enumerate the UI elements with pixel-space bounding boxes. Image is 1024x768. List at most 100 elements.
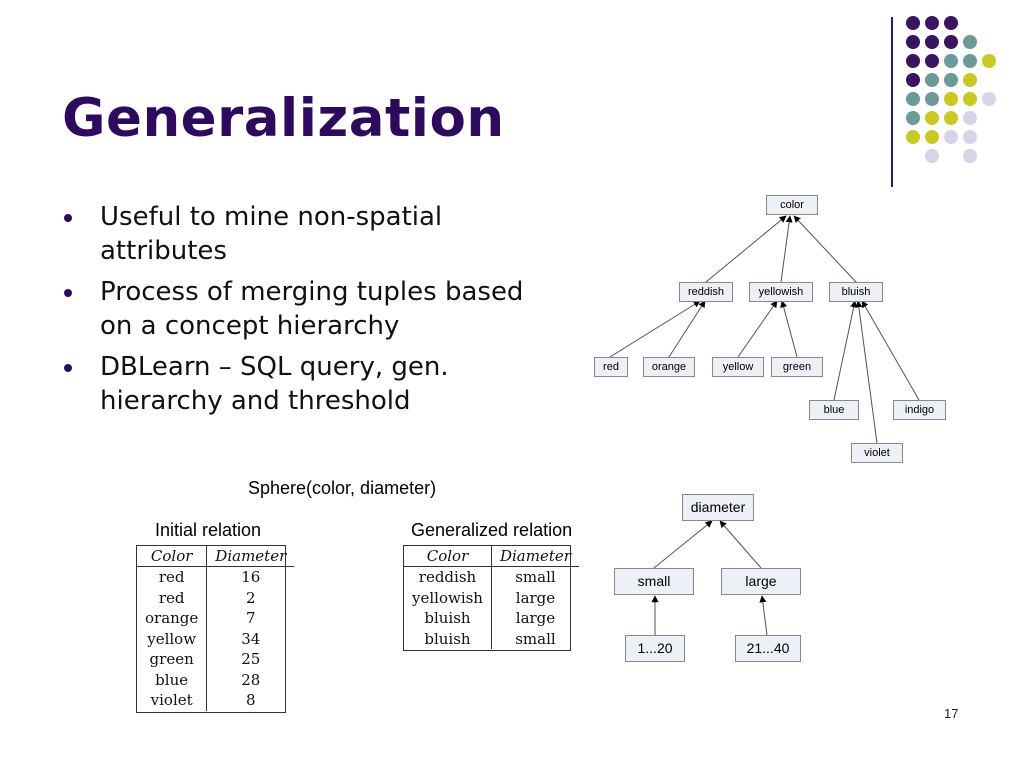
edge-bluish-color xyxy=(793,215,857,283)
table-cell: yellow xyxy=(137,628,208,649)
table-cell: red xyxy=(137,566,208,588)
edge-large-diameter xyxy=(719,520,762,569)
edge-small-diameter xyxy=(653,520,713,569)
node-indigo: indigo xyxy=(893,400,946,420)
decorative-dot xyxy=(906,35,920,49)
bullet-item: DBLearn – SQL query, gen. hierarchy and … xyxy=(62,350,542,418)
bullet-text: Useful to mine non-spatial attributes xyxy=(100,202,443,266)
decorative-dot xyxy=(925,92,939,106)
table-cell: 8 xyxy=(246,691,256,709)
table-cell: bluish xyxy=(404,608,492,629)
node-yellowish: yellowish xyxy=(749,282,813,302)
edge-blue-bluish xyxy=(833,300,858,401)
column-header: Diameter xyxy=(206,546,295,567)
decorative-dot xyxy=(944,35,958,49)
node-diameter: diameter xyxy=(682,494,754,521)
edge-orange-reddish xyxy=(668,300,706,358)
edge-yellow-yellowish xyxy=(737,300,778,358)
schema-caption: Sphere(color, diameter) xyxy=(248,478,437,498)
table-header-row: Color Diameter xyxy=(404,546,579,567)
slide-title: Generalization xyxy=(62,88,505,149)
decorative-dot-grid xyxy=(906,16,996,163)
table-row: yellowish large xyxy=(404,587,579,608)
node-range-1-20: 1...20 xyxy=(625,635,685,662)
edge-green-yellowish xyxy=(780,300,798,358)
table-cell: yellowish xyxy=(404,587,492,608)
bullet-icon xyxy=(64,289,72,297)
column-header: Diameter xyxy=(491,546,579,567)
table-header-row: Color Diameter xyxy=(137,546,295,567)
column-header: Color xyxy=(137,546,208,567)
edge-violet-bluish xyxy=(855,300,878,444)
decorative-dot xyxy=(944,130,958,144)
table-cell: 2 xyxy=(246,588,256,607)
table-cell: violet xyxy=(137,690,208,711)
table-cell: large xyxy=(515,609,556,627)
table-cell: blue xyxy=(137,669,208,690)
decorative-dot xyxy=(925,35,939,49)
table-row: violet 8 xyxy=(137,690,294,711)
decorative-dot xyxy=(906,73,920,87)
edge-range2-large xyxy=(759,595,768,636)
decorative-dot xyxy=(963,35,977,49)
table-row: red 16 xyxy=(137,566,294,588)
decorative-dot xyxy=(925,73,939,87)
edge-yellowish-color xyxy=(780,215,793,283)
generalized-relation-frame xyxy=(403,545,571,651)
table-cell: reddish xyxy=(404,566,492,588)
node-reddish: reddish xyxy=(679,282,733,302)
generalized-relation-caption: Generalized relation xyxy=(411,520,573,540)
decorative-dot xyxy=(925,149,939,163)
node-orange: orange xyxy=(643,357,695,377)
decorative-dot xyxy=(906,92,920,106)
initial-relation-frame xyxy=(136,545,286,713)
node-color: color xyxy=(766,195,818,215)
decorative-dot xyxy=(963,73,977,87)
table-cell: red xyxy=(137,587,208,608)
bullet-text: DBLearn – SQL query, gen. hierarchy and … xyxy=(100,352,449,416)
edge-red-reddish xyxy=(609,300,701,358)
table-cell: large xyxy=(515,588,556,607)
table-cell: 16 xyxy=(241,568,261,586)
bullet-list: Useful to mine non-spatial attributes Pr… xyxy=(62,200,542,425)
table-cell: 28 xyxy=(241,670,261,689)
divider-line xyxy=(891,17,893,187)
column-header: Color xyxy=(404,546,492,567)
decorative-dot xyxy=(925,130,939,144)
table-row: blue 28 xyxy=(137,669,294,690)
initial-relation-caption: Initial relation xyxy=(155,520,262,540)
edge-reddish-color xyxy=(705,215,787,283)
table-cell: 7 xyxy=(246,609,256,627)
node-range-21-40: 21...40 xyxy=(735,635,801,662)
bullet-item: Useful to mine non-spatial attributes xyxy=(62,200,542,268)
decorative-dot xyxy=(944,111,958,125)
node-green: green xyxy=(771,357,823,377)
edge-indigo-bluish xyxy=(861,300,920,401)
decorative-dot xyxy=(906,16,920,30)
decorative-dot xyxy=(963,149,977,163)
decorative-dot xyxy=(963,92,977,106)
decorative-dot xyxy=(925,54,939,68)
table-cell: bluish xyxy=(404,628,492,649)
node-bluish: bluish xyxy=(829,282,883,302)
decorative-dot xyxy=(944,54,958,68)
decorative-dot xyxy=(925,111,939,125)
bullet-icon xyxy=(64,214,72,222)
decorative-dot xyxy=(906,111,920,125)
decorative-dot xyxy=(925,16,939,30)
table-row: yellow 34 xyxy=(137,628,294,649)
table-row: bluish small xyxy=(404,628,579,649)
decorative-dot xyxy=(963,54,977,68)
table-cell: small xyxy=(515,629,556,648)
decorative-dot xyxy=(982,92,996,106)
table-row: bluish large xyxy=(404,608,579,629)
decorative-dot xyxy=(963,130,977,144)
decorative-dot xyxy=(944,92,958,106)
page-number: 17 xyxy=(944,706,959,721)
table-cell: 34 xyxy=(241,629,261,648)
